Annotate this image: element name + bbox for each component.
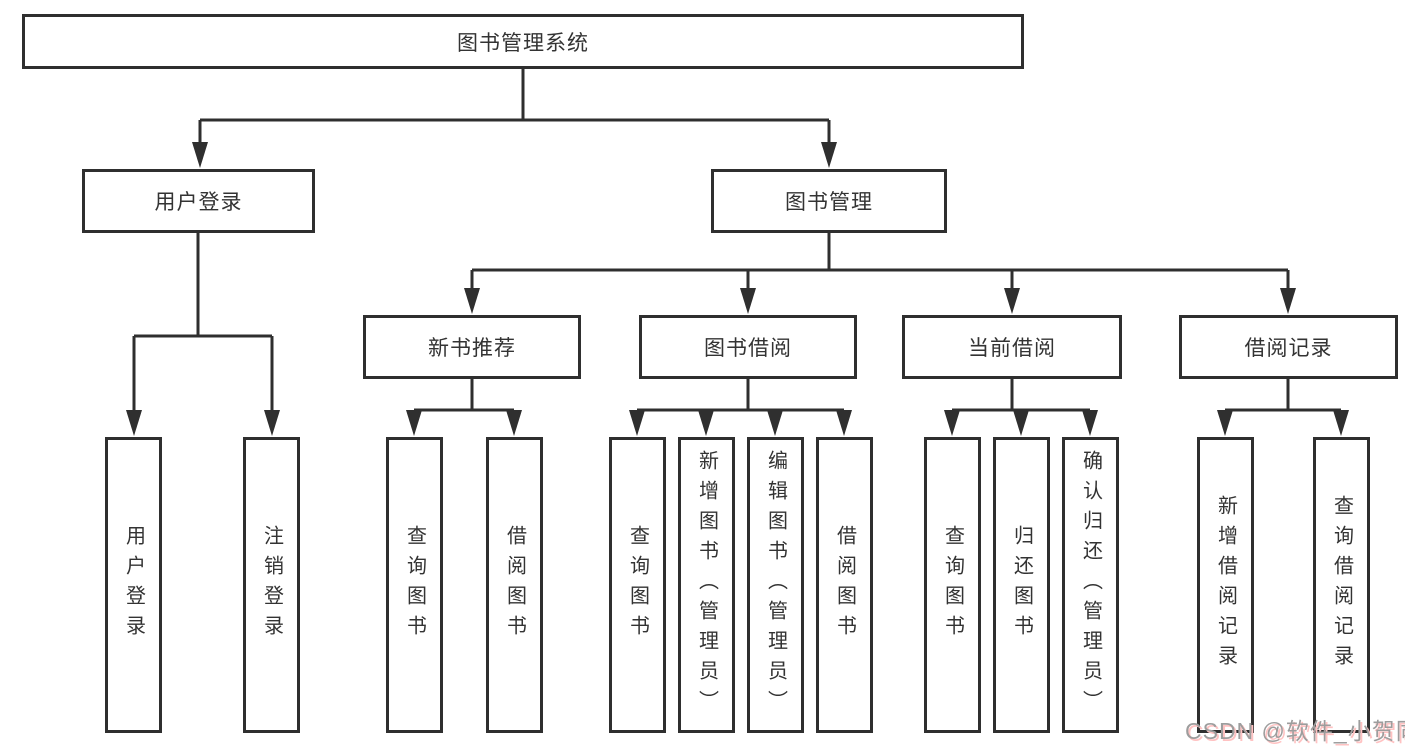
leaf-query-books-borrow-label: 查询图书 — [626, 525, 649, 645]
connector-recommend-group — [412, 379, 516, 418]
leaf-borrow-books-recommend: 借阅图书 — [486, 437, 543, 733]
leaf-add-book-admin-label: 新增图书（管理员） — [695, 450, 718, 720]
node-borrow-records-label: 借阅记录 — [1244, 337, 1333, 360]
leaf-query-books-current: 查询图书 — [924, 437, 981, 733]
connector-root — [198, 69, 831, 151]
leaf-borrow-books-label: 借阅图书 — [833, 525, 856, 645]
arrowheads — [126, 142, 1349, 436]
leaf-borrow-books: 借阅图书 — [816, 437, 873, 733]
node-book-management: 图书管理 — [711, 169, 947, 233]
node-new-book-recommend-label: 新书推荐 — [428, 337, 516, 360]
leaf-return-book-label: 归还图书 — [1010, 525, 1033, 645]
leaf-query-books-recommend: 查询图书 — [386, 437, 443, 733]
leaf-add-book-admin: 新增图书（管理员） — [678, 437, 735, 733]
node-root-label: 图书管理系统 — [457, 31, 589, 55]
leaf-confirm-return-admin-label: 确认归还（管理员） — [1079, 450, 1102, 720]
node-current-borrow-label: 当前借阅 — [968, 337, 1056, 360]
leaf-query-books-current-label: 查询图书 — [941, 525, 964, 645]
leaf-edit-book-admin: 编辑图书（管理员） — [747, 437, 804, 733]
leaf-add-borrow-record: 新增借阅记录 — [1197, 437, 1254, 733]
leaf-query-borrow-record: 查询借阅记录 — [1313, 437, 1370, 733]
connector-book-management-group — [470, 233, 1290, 296]
node-book-management-label: 图书管理 — [785, 191, 873, 214]
node-user-login-label: 用户登录 — [154, 191, 243, 214]
node-current-borrow: 当前借阅 — [902, 315, 1122, 379]
leaf-add-borrow-record-label: 新增借阅记录 — [1214, 495, 1237, 675]
leaf-logout: 注销登录 — [243, 437, 300, 733]
node-book-borrow-label: 图书借阅 — [704, 337, 792, 360]
connector-user-login-group — [132, 233, 274, 418]
leaf-edit-book-admin-label: 编辑图书（管理员） — [764, 450, 787, 720]
leaf-user-login-label: 用户登录 — [122, 525, 145, 645]
node-root: 图书管理系统 — [22, 14, 1024, 69]
watermark: CSDN @软件_小贺同学 — [1185, 718, 1405, 744]
leaf-confirm-return-admin: 确认归还（管理员） — [1062, 437, 1119, 733]
node-new-book-recommend: 新书推荐 — [363, 315, 581, 379]
node-user-login: 用户登录 — [82, 169, 315, 233]
node-borrow-records: 借阅记录 — [1179, 315, 1398, 379]
leaf-query-books-borrow: 查询图书 — [609, 437, 666, 733]
connector-records-group — [1223, 379, 1343, 418]
leaf-query-borrow-record-label: 查询借阅记录 — [1330, 495, 1353, 675]
connector-borrow-group — [635, 379, 846, 418]
leaf-query-books-recommend-label: 查询图书 — [403, 525, 426, 645]
leaf-logout-label: 注销登录 — [260, 525, 283, 645]
leaf-return-book: 归还图书 — [993, 437, 1050, 733]
leaf-borrow-books-recommend-label: 借阅图书 — [503, 525, 526, 645]
node-book-borrow: 图书借阅 — [639, 315, 857, 379]
leaf-user-login: 用户登录 — [105, 437, 162, 733]
